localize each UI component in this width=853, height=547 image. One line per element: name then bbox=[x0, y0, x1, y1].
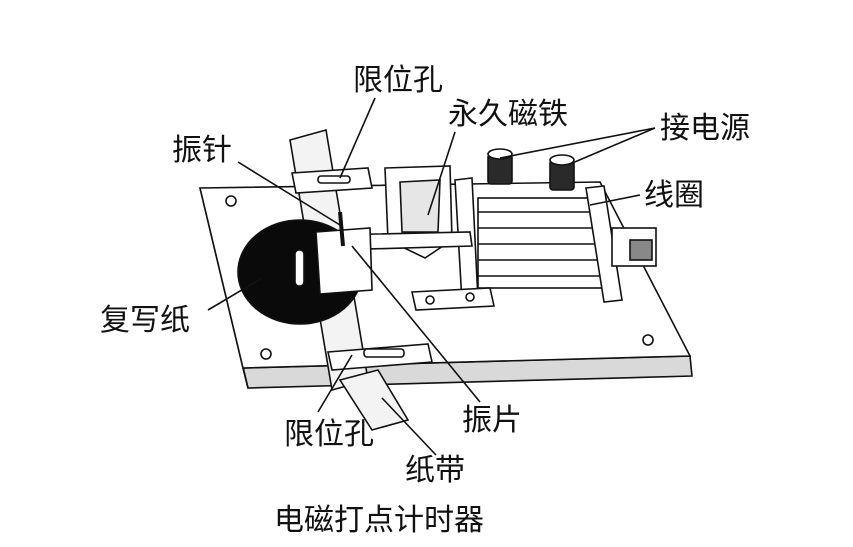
vibrating-reed bbox=[315, 227, 495, 311]
limit-hole-guide-bottom bbox=[327, 343, 433, 371]
leader-line-paper-tape bbox=[381, 397, 437, 456]
label-power-terminal: 接电源 bbox=[660, 111, 750, 146]
leader-line-limit-hole-bottom bbox=[317, 354, 353, 413]
coil-body bbox=[477, 197, 607, 289]
label-limit-hole-top: 限位孔 bbox=[353, 63, 443, 98]
leader-line-power-right bbox=[569, 127, 656, 165]
reed-base-screw bbox=[465, 292, 475, 302]
leader-line-power-left bbox=[499, 127, 656, 159]
label-vibrating-reed: 振片 bbox=[462, 403, 522, 438]
limit-hole-guide-top bbox=[291, 167, 373, 194]
coil-bracket-right bbox=[585, 185, 623, 303]
power-terminal-right-cap bbox=[549, 154, 575, 166]
coil-assembly bbox=[454, 177, 657, 303]
reed-holder bbox=[315, 227, 373, 295]
board-screw bbox=[225, 195, 237, 207]
paper-tape-bottom bbox=[338, 369, 410, 431]
vibrating-needle bbox=[338, 211, 345, 247]
limit-hole-slot-bottom bbox=[363, 348, 405, 358]
label-vibrating-needle: 振针 bbox=[172, 133, 232, 168]
diagram-caption: 电磁打点计时器 bbox=[274, 503, 484, 538]
carbon-paper-slot bbox=[294, 249, 305, 287]
leader-line-carbon-paper bbox=[207, 277, 263, 311]
reed-base bbox=[411, 287, 495, 311]
label-coil: 线圈 bbox=[644, 178, 704, 213]
label-limit-hole-bottom: 限位孔 bbox=[284, 417, 374, 452]
limit-hole-slot-top bbox=[317, 175, 351, 184]
label-carbon-paper: 复写纸 bbox=[100, 303, 190, 338]
magnet-face bbox=[399, 179, 441, 233]
board-screw bbox=[260, 348, 272, 360]
label-paper-tape: 纸带 bbox=[405, 453, 465, 488]
terminal-block-grille bbox=[629, 239, 653, 261]
leader-line-permanent-magnet bbox=[427, 131, 456, 216]
leader-line-vibrating-reed bbox=[351, 245, 481, 403]
leader-line-limit-hole-top bbox=[339, 97, 376, 179]
reed-base-screw bbox=[425, 295, 435, 305]
leader-line-vibrating-needle bbox=[237, 161, 341, 226]
leader-line-coil bbox=[589, 194, 641, 206]
leader-lines bbox=[207, 97, 656, 456]
board-screw bbox=[642, 334, 654, 346]
label-permanent-magnet: 永久磁铁 bbox=[448, 97, 568, 132]
